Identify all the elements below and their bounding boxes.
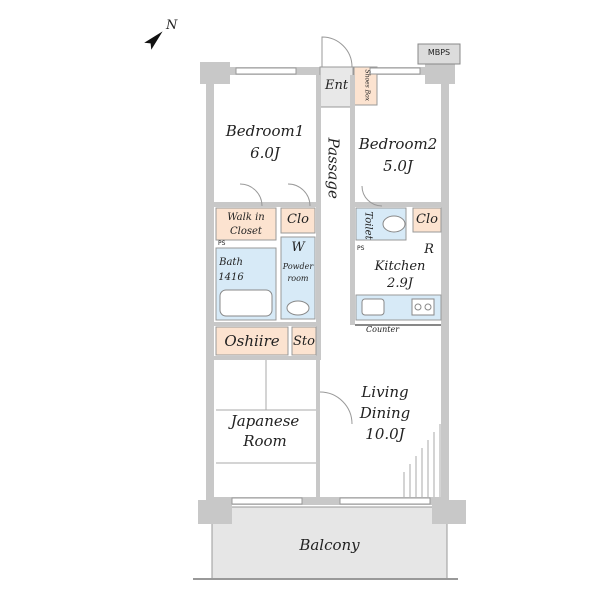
washbasin: [286, 300, 310, 316]
living-dining-size: 10.0J: [365, 425, 405, 443]
powder-room-line1: Powder: [282, 262, 314, 271]
closet-right-label: Clo: [416, 212, 438, 227]
bath-name: Bath: [219, 257, 243, 268]
storage-areas: [215, 207, 442, 356]
passage-label: Passage: [324, 137, 343, 199]
outer-wall-left: [206, 75, 214, 505]
outer-wall-bottom: [206, 497, 449, 505]
oshiire-label: Oshiire: [224, 332, 280, 350]
bathtub: [219, 289, 273, 317]
ps-left-label: PS: [218, 240, 226, 247]
kitchen-size: 2.9J: [387, 276, 413, 291]
door-swings: [239, 183, 383, 425]
bedroom1-size: 6.0J: [250, 144, 280, 162]
bedroom2-size: 5.0J: [383, 157, 413, 175]
toilet-label: Toilet: [362, 211, 374, 240]
living-door-marks: [403, 424, 441, 497]
column-bottom-left: [198, 500, 232, 524]
column-top-right: [425, 62, 455, 84]
bedroom1-name: Bedroom1: [225, 122, 305, 140]
outer-wall-right: [441, 75, 449, 505]
balcony-area: [211, 506, 448, 580]
entrance-label: Ent: [324, 78, 349, 93]
walkin-closet-line1: Walk in: [227, 212, 265, 223]
living-dining-line2: Dining: [359, 404, 411, 422]
column-bottom-right: [432, 500, 466, 524]
bedroom2-name: Bedroom2: [358, 135, 438, 153]
entrance-door-swing: [321, 36, 353, 68]
washer-label: W: [291, 240, 305, 255]
toilet-bowl: [382, 215, 406, 233]
tatami-lines: [216, 360, 316, 464]
closet-left-label: Clo: [287, 212, 309, 227]
shoes-box-label: Shoes Box: [363, 69, 371, 102]
column-top-left: [200, 62, 230, 84]
counter-label: Counter: [366, 325, 400, 334]
kitchen-stove: [411, 298, 435, 316]
japanese-room-line2: Room: [243, 432, 287, 450]
mbps-label: MBPS: [427, 48, 451, 57]
japanese-room-line1: Japanese: [230, 412, 300, 430]
bath-size: 1416: [218, 272, 244, 283]
compass-north-label: N: [166, 18, 178, 33]
mbps-box: [417, 43, 461, 65]
ps-right-label: PS: [357, 245, 365, 252]
sto-label: Sto: [293, 334, 315, 349]
stove-burner: [414, 303, 422, 311]
stove-burner: [424, 303, 432, 311]
interior-walls: [214, 75, 441, 497]
compass-icon: [144, 31, 163, 50]
balcony-label: Balcony: [299, 536, 360, 554]
powder-room-line2: room: [287, 274, 309, 283]
living-dining-line1: Living: [361, 383, 409, 401]
kitchen-sink: [361, 298, 385, 316]
window-marks: [231, 67, 431, 505]
walkin-closet-line2: Closet: [230, 226, 262, 237]
kitchen-name: Kitchen: [374, 259, 426, 274]
refrigerator-label: R: [424, 242, 434, 257]
